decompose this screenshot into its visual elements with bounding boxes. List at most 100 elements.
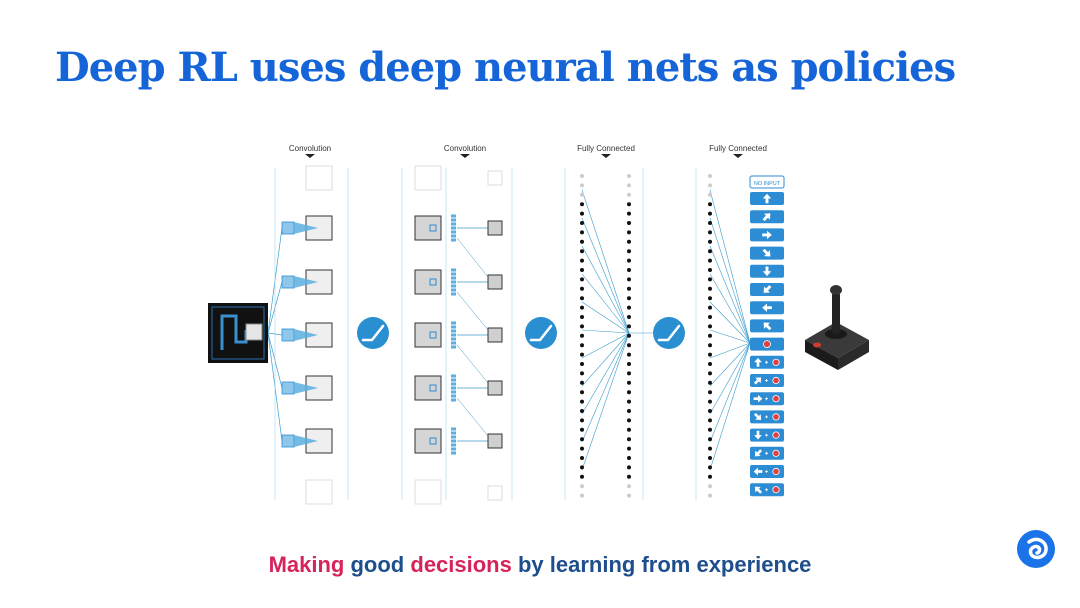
tagline-rest: by learning from experience <box>517 552 812 577</box>
tagline-word-decisions: decisions <box>410 552 512 577</box>
fc-node <box>580 427 584 432</box>
fc-node <box>708 380 712 385</box>
game-screen-icon <box>208 303 268 363</box>
fc-node <box>627 183 631 188</box>
fc-node <box>580 493 584 498</box>
fc-node <box>627 315 631 319</box>
fc-node <box>627 352 631 357</box>
action-down-left-fire <box>750 446 784 460</box>
fc-node <box>627 362 631 366</box>
fc-node <box>708 221 712 225</box>
kernel <box>429 331 437 339</box>
network-diagram: Convolution Convolution Fully Connected … <box>208 144 869 505</box>
joystick-icon <box>805 285 869 370</box>
fc-node <box>580 484 584 489</box>
pooled-map <box>487 274 503 290</box>
fc-node <box>580 362 584 366</box>
channel-stack <box>451 341 456 345</box>
fc-node <box>627 484 631 489</box>
channel-stack <box>451 329 456 333</box>
channel-stack <box>451 218 456 222</box>
action-up-right-fire <box>750 374 784 387</box>
fc-node <box>627 474 631 479</box>
action-up-left-fire <box>750 483 784 497</box>
fc-node <box>627 258 631 263</box>
feature-map <box>414 479 442 505</box>
kernel <box>429 437 437 445</box>
tagline: Making good decisions by learning from e… <box>0 552 1080 578</box>
channel-stack <box>451 427 456 431</box>
feature-map <box>414 215 442 241</box>
feature-map <box>305 165 333 191</box>
fc-node <box>708 362 712 366</box>
fc-node <box>708 418 712 423</box>
channel-stack <box>451 292 456 296</box>
fc-node <box>627 192 631 197</box>
fc-node <box>708 484 712 489</box>
channel-stack <box>451 288 456 292</box>
channel-stack <box>451 443 456 447</box>
fc-node <box>580 174 584 178</box>
layer-marker-conv2 <box>460 154 470 158</box>
channel-stack <box>451 431 456 435</box>
fc-node <box>708 305 712 310</box>
fc-node <box>627 446 631 451</box>
fc-node <box>580 305 584 310</box>
action-down-fire <box>750 428 784 442</box>
action-right <box>750 228 784 242</box>
fc-node <box>708 258 712 263</box>
fc-node <box>580 371 584 376</box>
pooled-map <box>487 433 503 449</box>
fc-node <box>627 268 631 272</box>
fc-node <box>627 333 631 338</box>
fully-connected-nodes <box>580 174 712 498</box>
fc-node <box>708 211 712 216</box>
feature-map <box>487 485 503 501</box>
channel-stack <box>451 226 456 230</box>
kernel <box>429 224 437 232</box>
channel-stack <box>451 333 456 337</box>
action-down-right-fire <box>750 410 784 424</box>
layer-label-conv1: Convolution <box>289 144 331 153</box>
fc-node <box>627 390 631 395</box>
kernel <box>429 278 437 286</box>
action-outputs <box>750 192 784 497</box>
layer-marker-fc1 <box>601 154 611 158</box>
channel-stack <box>451 214 456 218</box>
fc-node <box>708 192 712 197</box>
fc-node <box>708 268 712 272</box>
feature-map <box>487 170 503 186</box>
channel-stack <box>451 272 456 276</box>
fc-node <box>580 399 584 404</box>
fc-node <box>580 352 584 357</box>
feature-map <box>414 428 442 454</box>
channel-stack <box>451 374 456 378</box>
channel-stack <box>451 234 456 238</box>
relu-icon <box>357 317 389 349</box>
fc-node <box>580 390 584 395</box>
channel-stack <box>451 222 456 226</box>
action-down <box>750 264 784 278</box>
layer-label-fc1: Fully Connected <box>577 144 635 153</box>
fc-node <box>627 277 631 282</box>
receptive-field <box>281 434 295 448</box>
feature-map <box>414 375 442 401</box>
fc-node <box>627 221 631 225</box>
channel-stack <box>451 439 456 443</box>
channel-stack <box>451 390 456 394</box>
fc-node <box>627 409 631 413</box>
fc-node <box>708 399 712 404</box>
fc-node <box>627 427 631 432</box>
action-down-left <box>750 283 784 296</box>
fc-node <box>627 371 631 376</box>
conv2-feature-maps <box>414 165 503 505</box>
channel-stack <box>451 382 456 386</box>
projection <box>294 382 318 394</box>
pooled-map <box>487 220 503 236</box>
fc-node <box>708 249 712 254</box>
channel-stack <box>451 321 456 325</box>
fc-node <box>708 446 712 451</box>
fc-node <box>627 286 631 291</box>
fc-node <box>708 390 712 395</box>
fc-node <box>580 474 584 479</box>
